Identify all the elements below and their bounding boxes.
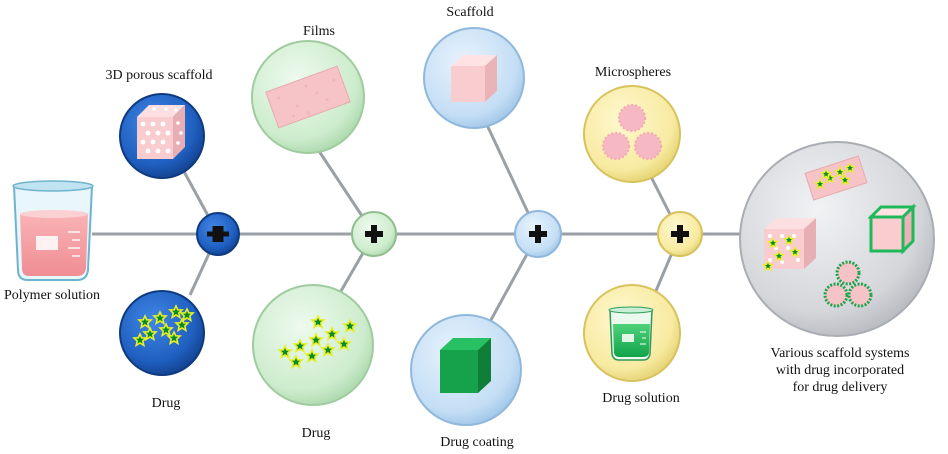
- drug-circle-1: [119, 290, 205, 376]
- drug-solution-label: Drug solution: [602, 391, 680, 406]
- drug-label-1: Drug: [151, 396, 181, 411]
- drug-solution-circle: [583, 284, 681, 382]
- polymer-solution-label: Polymer solution: [4, 288, 101, 303]
- plus-node-3: [514, 210, 562, 258]
- plus-node-4: [657, 211, 703, 257]
- porous-scaffold-label: 3D porous scaffold: [105, 68, 213, 83]
- drug-coating-circle: [410, 314, 522, 426]
- result-caption-line-2: with drug incorporated: [775, 363, 905, 378]
- drug-circle-2: [252, 284, 374, 406]
- scaffold-label: Scaffold: [446, 5, 494, 20]
- drug-solution-beaker-icon: [608, 306, 654, 361]
- plus-node-2: [351, 211, 397, 257]
- films-circle: [251, 40, 365, 154]
- result-caption-line-1: Various scaffold systems: [770, 346, 910, 361]
- microspheres-label: Microspheres: [594, 65, 672, 80]
- porous-scaffold-circle: [119, 93, 205, 179]
- result-caption-line-3: for drug delivery: [792, 380, 888, 395]
- result-circle: [739, 141, 935, 337]
- drug-label-2: Drug: [301, 426, 331, 441]
- microspheres-circle: [583, 85, 681, 183]
- plus-node-1: [196, 212, 240, 256]
- polymer-beaker-icon: [12, 180, 94, 281]
- drug-coating-label: Drug coating: [440, 435, 514, 450]
- result-caption: Various scaffold systems with drug incor…: [740, 345, 940, 396]
- films-label: Films: [303, 24, 335, 39]
- scaffold-circle: [423, 27, 525, 129]
